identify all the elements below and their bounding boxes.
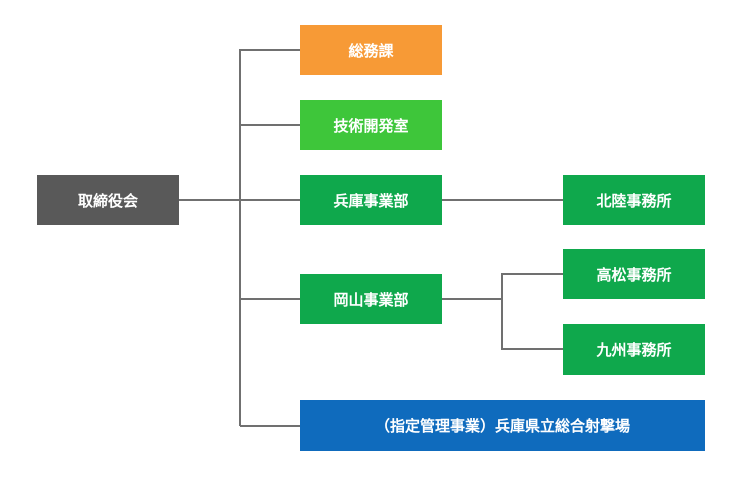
tech-dev-box: 技術開発室 — [300, 100, 442, 150]
hokuriku-office-label: 北陸事務所 — [596, 191, 672, 210]
hokuriku-office-box: 北陸事務所 — [563, 175, 705, 225]
okayama-division-box: 岡山事業部 — [300, 274, 442, 324]
takamatsu-office-box: 高松事務所 — [563, 249, 705, 299]
general-affairs-label: 総務課 — [348, 41, 394, 60]
hyogo-division-label: 兵庫事業部 — [333, 191, 409, 210]
kyushu-office-box: 九州事務所 — [563, 324, 705, 375]
general-affairs-box: 総務課 — [300, 25, 442, 75]
kyushu-office-label: 九州事務所 — [596, 341, 672, 359]
okayama-division-label: 岡山事業部 — [333, 290, 409, 309]
takamatsu-office-label: 高松事務所 — [596, 265, 672, 284]
board-of-directors-label: 取締役会 — [77, 191, 138, 210]
hyogo-division-box: 兵庫事業部 — [300, 175, 442, 225]
board-of-directors-box: 取締役会 — [37, 175, 179, 225]
shooting-range-label: （指定管理事業）兵庫県立総合射撃場 — [374, 417, 630, 435]
tech-dev-label: 技術開発室 — [333, 116, 409, 135]
shooting-range-box: （指定管理事業）兵庫県立総合射撃場 — [300, 400, 705, 451]
